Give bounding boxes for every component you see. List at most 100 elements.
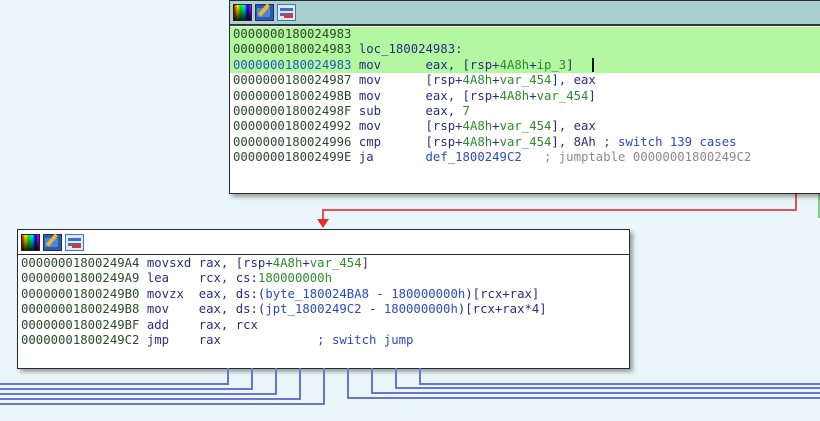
address[interactable]: 00000001800249C2 xyxy=(21,332,140,347)
mnemonic[interactable]: movzx xyxy=(146,286,199,301)
stack-var[interactable]: ip_3 xyxy=(536,57,567,72)
location-label[interactable]: loc_180024983: xyxy=(358,42,463,57)
symbol-ref[interactable]: jpt_1800249C2 xyxy=(265,302,362,317)
switch-case-edge[interactable] xyxy=(371,368,373,394)
operand[interactable]: - xyxy=(369,286,392,301)
switch-case-edge[interactable] xyxy=(0,403,325,405)
stack-var[interactable]: var_454 xyxy=(499,119,552,134)
palette-icon[interactable] xyxy=(233,4,252,21)
mnemonic[interactable]: lea xyxy=(146,271,199,286)
operand[interactable]: + xyxy=(529,57,537,72)
switch-case-edge[interactable] xyxy=(251,368,253,390)
address[interactable]: 00000001800249B8 xyxy=(21,302,140,317)
instruction-line[interactable]: 0000000180024987 mov [rsp+4A8h+var_454],… xyxy=(230,73,820,88)
instruction-line[interactable]: 0000000180024983 loc_180024983: xyxy=(230,42,820,58)
switch-case-edge[interactable] xyxy=(323,368,325,405)
address[interactable]: 00000001800249A4 xyxy=(21,256,140,270)
switch-case-edge[interactable] xyxy=(419,368,421,385)
numeric-operand[interactable]: 4A8h xyxy=(462,119,493,134)
instruction-line[interactable]: 00000001800249C2 jmp rax ; switch jump xyxy=(18,333,629,348)
switch-case-edge[interactable] xyxy=(0,388,253,390)
mnemonic[interactable]: add xyxy=(146,317,199,332)
graph-icon[interactable] xyxy=(277,4,296,21)
operand[interactable]: )[rcx+rax*4] xyxy=(457,302,547,317)
switch-case-edge[interactable] xyxy=(347,397,820,399)
disassembly-listing[interactable]: 00000001800249A4 movsxd rax, [rsp+4A8h+v… xyxy=(18,255,629,348)
stack-var[interactable]: var_454 xyxy=(499,134,552,149)
graph-icon[interactable] xyxy=(65,233,84,251)
numeric-operand[interactable]: 4A8h xyxy=(272,256,303,270)
address[interactable]: 000000018002499E xyxy=(233,150,352,165)
instruction-line[interactable]: 00000001800249A9 lea rcx, cs:180000000h xyxy=(18,271,629,286)
stack-var[interactable]: var_454 xyxy=(536,88,589,103)
mnemonic[interactable]: ja xyxy=(358,150,411,165)
address[interactable]: 0000000180024992 xyxy=(233,119,352,134)
switch-case-edge[interactable] xyxy=(395,368,397,389)
instruction-line[interactable]: 000000018002499E ja def_1800249C2 ; jump… xyxy=(230,150,820,165)
operand[interactable]: + xyxy=(302,256,310,270)
switch-case-edge[interactable] xyxy=(0,383,229,385)
edit-icon[interactable] xyxy=(255,4,274,21)
operand[interactable]: [rsp+ xyxy=(425,134,463,149)
instruction-line[interactable]: 0000000180024983 xyxy=(230,27,820,43)
instruction-line[interactable]: 000000018002498B mov eax, [rsp+4A8h+var_… xyxy=(230,89,820,104)
operand[interactable]: eax, ds:( xyxy=(198,286,266,301)
instruction-line[interactable]: 0000000180024996 cmp [rsp+4A8h+var_454],… xyxy=(230,135,820,150)
comment[interactable]: ; jumptable 00000001800249C2 xyxy=(521,150,752,165)
edge-false-branch-vertical-left[interactable] xyxy=(322,209,324,221)
numeric-operand[interactable]: 180000000h xyxy=(383,302,458,317)
switch-case-edge[interactable] xyxy=(347,368,349,399)
numeric-operand[interactable]: 4A8h xyxy=(499,88,530,103)
address[interactable]: 0000000180024996 xyxy=(233,134,352,149)
address[interactable]: 00000001800249B0 xyxy=(21,286,140,301)
edge-true-branch[interactable] xyxy=(818,193,820,218)
operand[interactable]: ] xyxy=(588,88,596,103)
instruction-line[interactable]: 00000001800249BF add rax, rcx xyxy=(18,318,629,333)
numeric-operand[interactable]: 8Ah xyxy=(573,134,596,149)
address[interactable]: 00000001800249A9 xyxy=(21,271,140,286)
address[interactable]: 0000000180024983 xyxy=(233,42,352,57)
symbol-ref[interactable]: def_1800249C2 xyxy=(425,150,522,165)
operand[interactable]: [rsp+ xyxy=(425,119,463,134)
operand[interactable]: + xyxy=(492,73,500,88)
operand[interactable]: rax xyxy=(198,332,221,347)
operand[interactable]: ], eax xyxy=(551,119,596,134)
edge-false-branch-vertical-right[interactable] xyxy=(795,193,797,211)
operand[interactable]: eax, [rsp+ xyxy=(425,57,500,72)
stack-var[interactable]: var_454 xyxy=(309,256,362,270)
switch-case-edge[interactable] xyxy=(0,393,277,395)
mnemonic[interactable]: mov xyxy=(146,302,199,317)
mnemonic[interactable]: mov xyxy=(358,57,411,72)
mnemonic[interactable]: mov xyxy=(358,73,411,88)
operand[interactable]: eax, xyxy=(425,103,463,118)
mnemonic[interactable]: sub xyxy=(358,103,411,118)
mnemonic[interactable]: jmp xyxy=(146,332,199,347)
switch-case-edge[interactable] xyxy=(299,368,301,400)
switch-case-edge[interactable] xyxy=(395,387,820,389)
operand[interactable]: [rsp+ xyxy=(425,73,463,88)
address[interactable]: 0000000180024983 xyxy=(233,57,352,72)
operand[interactable]: ] xyxy=(566,57,574,72)
switch-case-edge[interactable] xyxy=(419,383,820,385)
numeric-operand[interactable]: 180000000h xyxy=(391,286,466,301)
mnemonic[interactable]: mov xyxy=(358,119,411,134)
comment[interactable]: ; switch jump xyxy=(220,332,414,347)
code-block-switch-jump[interactable]: 00000001800249A4 movsxd rax, [rsp+4A8h+v… xyxy=(17,229,630,369)
numeric-operand[interactable]: 4A8h xyxy=(462,73,493,88)
operand[interactable]: ], xyxy=(551,134,574,149)
numeric-operand[interactable]: 7 xyxy=(462,103,470,118)
address[interactable]: 00000001800249BF xyxy=(21,317,140,332)
switch-case-edge[interactable] xyxy=(371,392,820,394)
instruction-line[interactable]: 000000018002498F sub eax, 7 xyxy=(230,104,820,119)
stack-var[interactable]: var_454 xyxy=(499,73,552,88)
numeric-operand[interactable]: 4A8h xyxy=(499,57,530,72)
instruction-line[interactable]: 0000000180024992 mov [rsp+4A8h+var_454],… xyxy=(230,119,820,134)
switch-case-edge[interactable] xyxy=(227,368,229,385)
address[interactable]: 000000018002498B xyxy=(233,88,352,103)
comment[interactable]: ; switch 139 cases xyxy=(595,134,737,149)
operand[interactable]: )[rcx+rax] xyxy=(465,286,540,301)
operand[interactable]: ], eax xyxy=(551,73,596,88)
operand[interactable]: + xyxy=(492,134,500,149)
